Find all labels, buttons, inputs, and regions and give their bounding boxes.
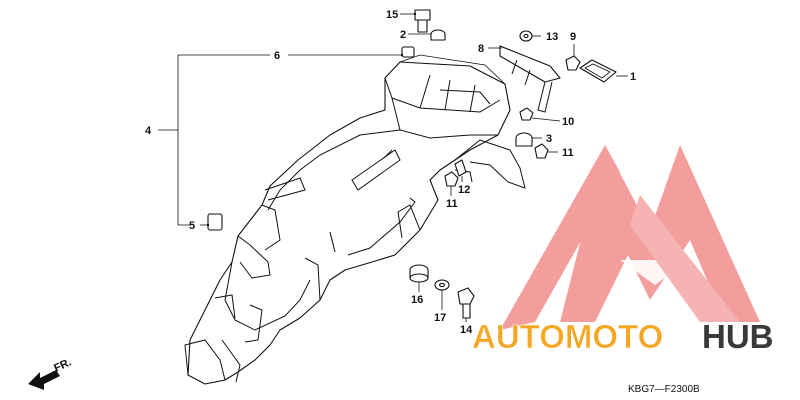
diagram-code: KBG7—F2300B [628,384,700,395]
part-reflector-1 [579,59,617,83]
part-clip-12 [454,159,467,177]
callout-2: 2 [400,29,406,41]
part-nut-9 [565,55,581,71]
part-rubber-16 [409,264,429,283]
part-collar-3 [515,132,533,147]
callout-12: 12 [458,184,470,196]
callout-1: 1 [630,71,636,83]
part-grommet-5 [207,213,223,231]
leader-lines [158,12,628,322]
callout-6: 6 [274,50,280,62]
watermark-text: AUTOMOTO HUB [472,318,774,356]
rear-fender-assembly [184,54,526,385]
part-washer-17 [434,279,450,291]
callout-14: 14 [460,324,473,336]
front-direction-arrow: FR. [28,356,73,390]
callout-13: 13 [546,31,558,43]
part-bolt-15 [414,9,431,33]
watermark-brand-right: HUB [702,318,774,355]
callout-9: 9 [570,31,576,43]
callout-15: 15 [386,9,398,21]
callout-17: 17 [434,312,446,324]
part-collar-2 [430,29,446,41]
part-bolt-14 [457,287,475,319]
callout-3: 3 [546,133,552,145]
part-nut-10 [519,107,534,121]
part-nut-11b [444,171,459,187]
direction-label: FR. [52,356,73,374]
part-nut-11a [534,143,549,159]
callout-5: 5 [189,220,195,232]
callout-11a: 11 [562,147,574,159]
callout-10: 10 [562,116,574,128]
watermark-brand-left: AUTOMOTO [472,318,663,355]
callout-labels: 15 2 6 4 5 13 8 9 1 10 3 11 12 11 16 17 … [145,9,636,336]
part-bracket-8 [499,45,561,113]
callout-16: 16 [411,294,423,306]
callout-8: 8 [478,43,484,55]
callout-11b: 11 [446,198,458,210]
watermark-logo [500,145,760,330]
callout-4: 4 [145,125,152,137]
part-washer-13 [519,30,533,42]
part-grommet-6 [401,46,415,58]
